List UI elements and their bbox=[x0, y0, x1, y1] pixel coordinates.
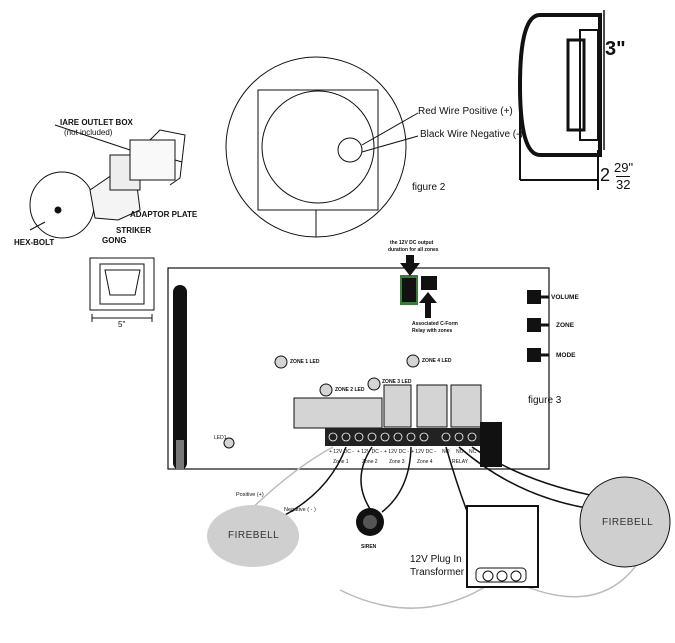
zone4-led-label: ZONE 4 LED bbox=[422, 358, 452, 364]
negative-label: Negative ( - ) bbox=[284, 507, 316, 513]
bell-side-profile bbox=[517, 10, 605, 190]
bell-exploded-view bbox=[29, 124, 186, 239]
mode-button-label: MODE bbox=[556, 352, 576, 359]
outlet-box-label: IARE OUTLET BOX bbox=[60, 118, 133, 127]
positive-label: Positive (+) bbox=[236, 492, 264, 498]
relay-name: RELAY bbox=[452, 459, 469, 465]
terminal-label-zone2: + 12V DC - bbox=[357, 449, 382, 455]
firebell-right-shape bbox=[579, 476, 671, 568]
transformer-line2: Transformer bbox=[410, 567, 465, 578]
zone2-name: Zone 2 bbox=[362, 459, 378, 465]
siren-label: SIREN bbox=[361, 544, 377, 550]
box-width-label: 5" bbox=[118, 320, 126, 329]
led1-label: LED1 bbox=[214, 435, 227, 441]
siren-center bbox=[363, 515, 377, 529]
zone3-name: Zone 3 bbox=[389, 459, 405, 465]
adaptor-plate-label: ADAPTOR PLATE bbox=[130, 210, 198, 219]
zone1-name: Zone 1 bbox=[333, 459, 349, 465]
controller-board bbox=[167, 255, 550, 470]
depth-denominator: 32 bbox=[616, 176, 631, 192]
not-included-label: (not included) bbox=[64, 128, 113, 137]
zone2-led-label: ZONE 2 LED bbox=[335, 387, 365, 393]
terminal-label-relay-no1: NO bbox=[442, 449, 450, 455]
volume-button-label: VOLUME bbox=[551, 294, 579, 301]
gong-label: GONG bbox=[102, 236, 127, 245]
terminal-label-zone4: + 12V DC - bbox=[411, 449, 436, 455]
relay-note-line1: Associated C-Form bbox=[412, 321, 458, 327]
figure3-caption: figure 3 bbox=[528, 395, 562, 406]
depth-whole: 2 bbox=[600, 165, 611, 185]
figure2-caption: figure 2 bbox=[412, 182, 446, 193]
striker-label: STRIKER bbox=[116, 226, 152, 235]
output-note-line2: duration for all zones bbox=[388, 247, 439, 253]
firebell-right-label: FIREBELL bbox=[602, 517, 654, 528]
output-note-line1: the 12V DC output bbox=[390, 240, 434, 246]
hex-bolt-label: HEX-BOLT bbox=[14, 238, 55, 247]
junction-box-drawing bbox=[89, 257, 155, 322]
zone4-name: Zone 4 bbox=[417, 459, 433, 465]
depth-numerator: 29" bbox=[614, 160, 634, 175]
zone3-led-label: ZONE 3 LED bbox=[382, 379, 412, 385]
figure2-bell-face bbox=[225, 56, 419, 238]
height-dimension: 3" bbox=[605, 38, 626, 60]
firebell-left-shape bbox=[207, 505, 299, 567]
zone-button-label: ZONE bbox=[556, 322, 575, 329]
terminal-label-relay-no2: NO bbox=[456, 449, 464, 455]
relay-note-line2: Relay with zones bbox=[412, 328, 453, 334]
transformer-line1: 12V Plug In bbox=[410, 554, 462, 565]
black-wire-label: Black Wire Negative (-) bbox=[420, 129, 523, 140]
terminal-label-zone1: + 12V DC - bbox=[329, 449, 354, 455]
firebell-left-label: FIREBELL bbox=[228, 530, 280, 541]
red-wire-label: Red Wire Positive (+) bbox=[418, 106, 513, 117]
terminal-label-zone3: + 12V DC - bbox=[384, 449, 409, 455]
zone1-led-label: ZONE 1 LED bbox=[290, 359, 320, 365]
terminal-screws bbox=[328, 432, 477, 442]
transformer-shape bbox=[466, 505, 539, 588]
terminal-label-relay-nc: NC bbox=[469, 449, 477, 455]
